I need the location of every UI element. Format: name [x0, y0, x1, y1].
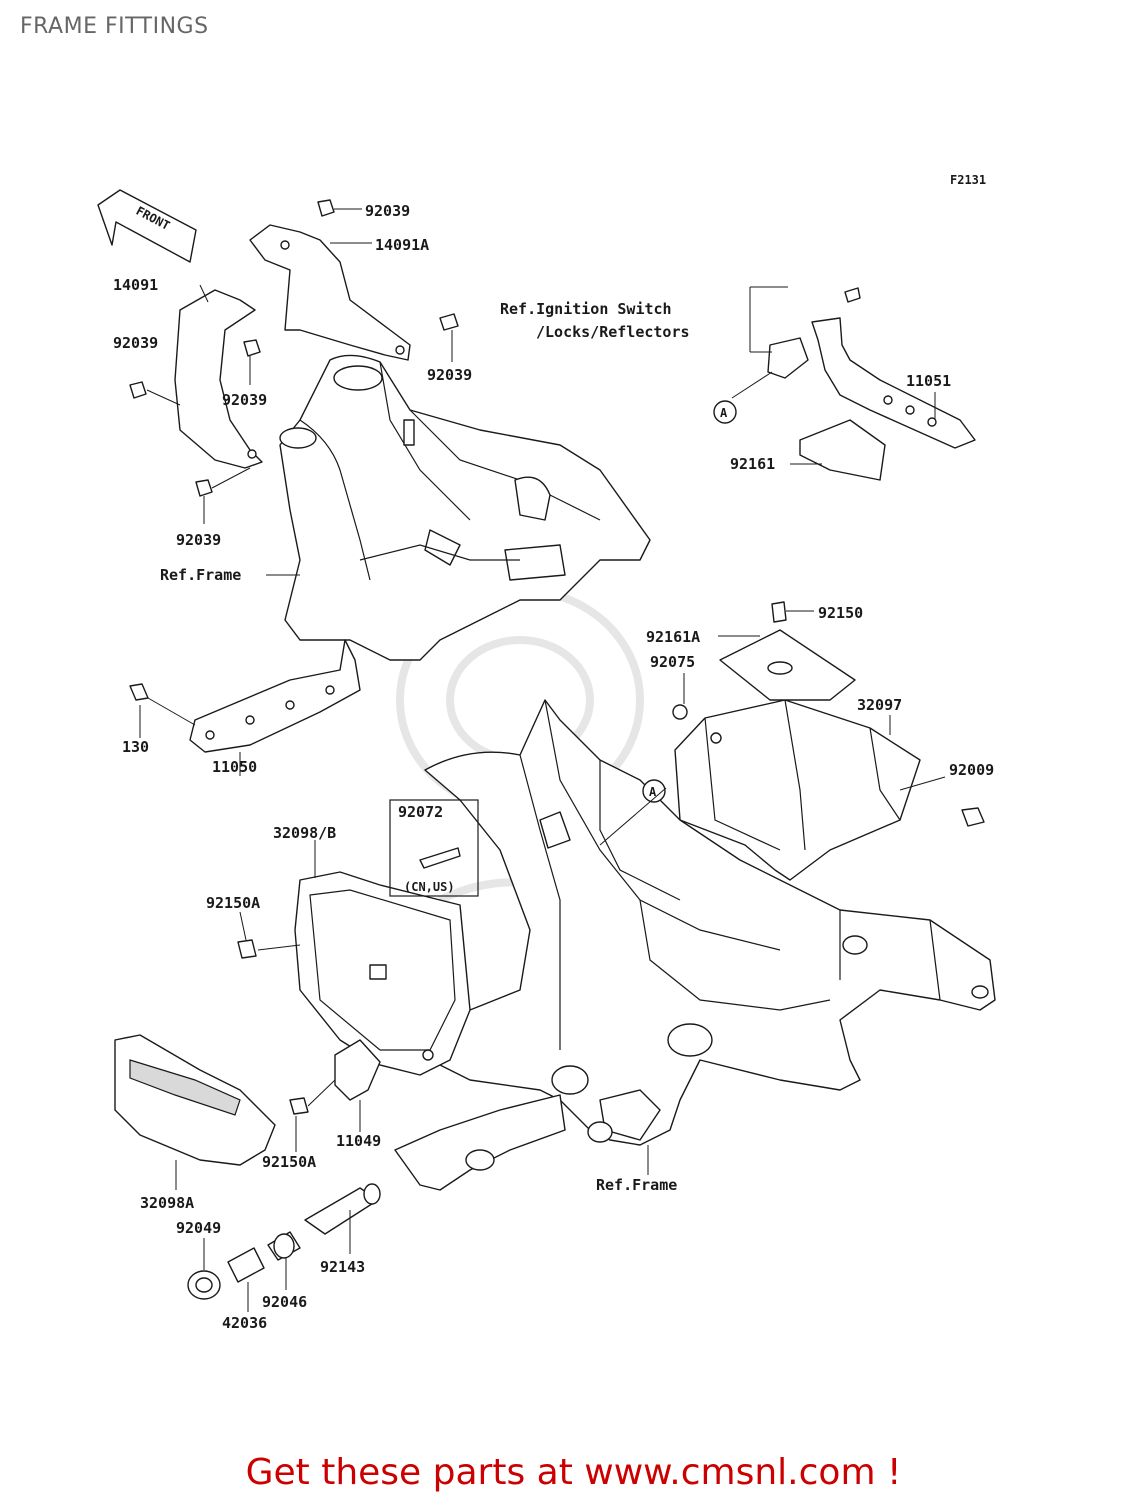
cover-14091A [249, 224, 411, 361]
label-42036: 42036 [222, 1314, 267, 1332]
label-92039-left: 92039 [113, 334, 158, 352]
label-92039-low: 92039 [176, 531, 221, 549]
leader-lines [139, 208, 946, 1312]
label-92009: 92009 [949, 761, 994, 779]
label-ref-ignition-2: /Locks/Reflectors [536, 323, 690, 341]
inset-92072 [389, 799, 479, 897]
label-92046: 92046 [262, 1293, 307, 1311]
bracket-11051 [767, 287, 976, 449]
label-14091: 14091 [113, 276, 158, 294]
label-cn-us: (CN,US) [404, 880, 455, 894]
label-92150A-lower: 92150A [262, 1153, 316, 1171]
label-92143: 92143 [320, 1258, 365, 1276]
sleeve-42036 [227, 1247, 265, 1283]
plate-92161 [799, 419, 886, 481]
upper-frame [279, 354, 651, 661]
label-11050: 11050 [212, 758, 257, 776]
label-11051: 11051 [906, 372, 951, 390]
airbox-32098B [294, 871, 471, 1076]
bolt-92039-low [195, 479, 213, 497]
seal-92049 [187, 1270, 221, 1300]
page-title: FRAME FITTINGS [20, 14, 209, 39]
label-ref-ignition-1: Ref.Ignition Switch [500, 300, 672, 318]
label-92039-top: 92039 [365, 202, 410, 220]
label-92150A-upper: 92150A [206, 894, 260, 912]
bolt-92039-mid [243, 339, 261, 357]
label-92049: 92049 [176, 1219, 221, 1237]
collar-92143 [304, 1183, 381, 1235]
label-92039-mid: 92039 [222, 391, 267, 409]
bolt-130 [129, 683, 149, 701]
label-92039-right: 92039 [427, 366, 472, 384]
bearing-92046 [267, 1231, 301, 1261]
label-32098B: 32098/B [273, 824, 336, 842]
label-92075: 92075 [650, 653, 695, 671]
bolt-92150A-lower [289, 1097, 309, 1115]
label-92072: 92072 [398, 803, 443, 821]
pad-92161A [719, 629, 856, 701]
label-92161A: 92161A [646, 628, 700, 646]
svg-text:A: A [720, 406, 728, 420]
bracket-11049 [334, 1039, 381, 1101]
battery-case-32097 [674, 699, 921, 881]
label-130: 130 [122, 738, 149, 756]
front-arrow-icon: FRONT [97, 189, 197, 263]
bolt-92150A-upper [237, 939, 257, 959]
footer-link-text[interactable]: Get these parts at www.cmsnl.com ! [245, 1452, 902, 1493]
label-32097: 32097 [857, 696, 902, 714]
svg-text:A: A [649, 785, 657, 799]
bracket-11050 [189, 639, 361, 753]
label-14091A: 14091A [375, 236, 429, 254]
label-ref-frame-upper: Ref.Frame [160, 566, 241, 584]
bolt-92039-top [317, 199, 335, 217]
bolt-92039-right [439, 313, 459, 331]
label-11049: 11049 [336, 1132, 381, 1150]
label-92161: 92161 [730, 455, 775, 473]
bolt-92150 [771, 601, 787, 623]
cover-14091 [174, 289, 263, 469]
lower-frame [394, 699, 996, 1191]
label-92150: 92150 [818, 604, 863, 622]
figure-code: F2131 [950, 173, 986, 187]
nut-92075 [672, 704, 688, 720]
cover-32098A [114, 1034, 276, 1166]
label-32098A: 32098A [140, 1194, 194, 1212]
label-ref-frame-lower: Ref.Frame [596, 1176, 677, 1194]
bolt-92009 [961, 807, 985, 827]
callout-a-upper: A [713, 400, 737, 424]
bolt-92039-left [129, 381, 147, 399]
frame-fittings-diagram: FRONT F2131 [97, 173, 996, 1332]
callout-a-lower: A [642, 779, 666, 803]
